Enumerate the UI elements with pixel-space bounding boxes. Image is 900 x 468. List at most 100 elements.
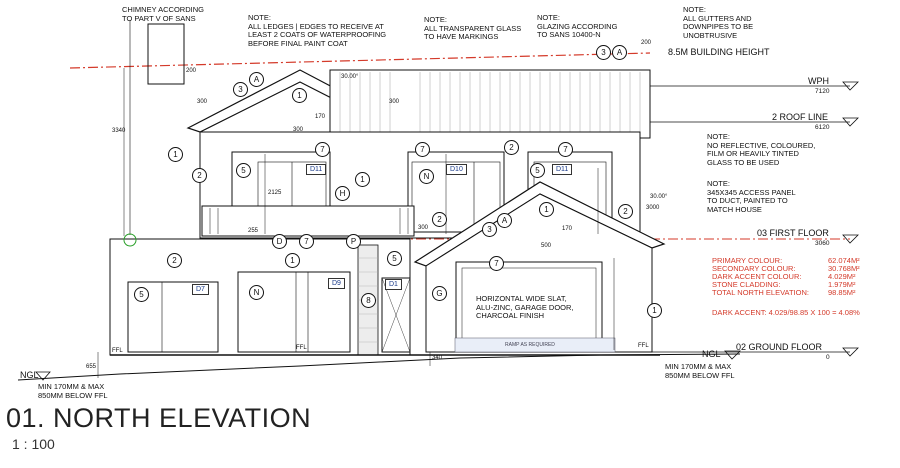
note-min-ngl-left: MIN 170mm & MAX 850mm BELOW FFL [38,382,108,400]
ramp-hatch [454,337,616,353]
note-glazing: NOTE: GLAZING ACCORDING TO SANS 10400-N [537,13,618,40]
dim-label: 3000 [646,205,660,211]
ngl-right-label: NGL [702,349,721,359]
note-chimney: CHIMNEY ACCORDING TO PART V OF SANS [122,5,204,23]
window-tag: D10 [446,164,467,175]
window-tag: D11 [306,164,327,175]
note-access-panel: NOTE: 345x345 ACCESS PANEL TO DUCT, PAIN… [707,179,796,214]
callout-marker: 1 [647,303,662,318]
note-ramp: RAMP AS REQUIRED [505,342,555,348]
callout-marker: 5 [387,251,402,266]
callout-marker: 7 [315,142,330,157]
dim-label: 2125 [268,190,282,196]
note-gutters: NOTE: ALL GUTTERS AND DOWNPIPES TO BE UN… [683,5,754,40]
callout-marker: 1 [285,253,300,268]
dim-label: 655 [86,364,97,370]
roof-line-label: 2 ROOF LINE [772,112,829,122]
dim-label: 3340 [112,128,126,134]
dim-label: 340 [432,355,443,361]
wph-arrow [842,81,859,91]
window-tag: D7 [192,284,209,295]
dim-label: 30.00° [650,194,668,200]
callout-marker: 2 [192,168,207,183]
dim-label: 170 [562,226,573,232]
dim-label: 300 [418,225,429,231]
callout-marker: 2 [504,140,519,155]
stat-total-value: 98.85m² [828,288,856,297]
callout-marker: 1 [355,172,370,187]
callout-marker: 7 [415,142,430,157]
first-floor-arrow [842,234,859,244]
callout-marker: 1 [539,202,554,217]
stat-dark-label: DARK ACCENT COLOUR: [712,272,802,281]
callout-marker: 7 [299,234,314,249]
building-height-line [69,52,651,69]
first-floor-datum-marker [123,233,137,247]
roof-line-value: 6120 [815,124,830,131]
ground-floor-value: 0 [826,354,830,361]
callout-marker: A [249,72,264,87]
callout-marker: 2 [432,212,447,227]
callout-marker: 7 [558,142,573,157]
building-height-label: 8.5m BUILDING HEIGHT [668,47,770,57]
dim-label: 200 [186,68,197,74]
stat-dark-value: 4.029m² [828,272,856,281]
ngl-right-arrow [724,350,741,360]
note-min-ngl-right: MIN 170mm & MAX 850mm BELOW FFL [665,362,735,380]
stat-total-label: TOTAL NORTH ELEVATION: [712,288,809,297]
callout-marker: 5 [530,163,545,178]
stat-secondary-value: 30.768m² [828,264,860,273]
chimney [147,23,185,85]
ngl-left-arrow [35,371,51,381]
note-reflective: NOTE: NO REFLECTIVE, COLOURED, FILM OR H… [707,132,816,167]
dim-label: 300 [293,127,304,133]
stat-formula: DARK ACCENT: 4.029/98.85 X 100 = 4.08% [712,308,860,317]
drawing-title: 01. NORTH ELEVATION [6,403,312,433]
callout-marker: A [497,213,512,228]
callout-marker: 2 [167,253,182,268]
note-glass: NOTE: ALL TRANSPARENT GLASS TO HAVE MARK… [424,15,522,42]
dim-label: 200 [641,40,652,46]
callout-marker: 5 [236,163,251,178]
note-ledges: NOTE: ALL LEDGES | EDGES TO RECEIVE AT L… [248,13,387,48]
callout-marker: 1 [292,88,307,103]
callout-marker: 8 [361,293,376,308]
stat-secondary-label: SECONDARY COLOUR: [712,264,796,273]
natural-ground-line [17,353,741,381]
window-tag: D1 [385,279,402,290]
dim-label: FFL [112,348,123,354]
dim-label: 300 [389,99,400,105]
stat-stone-value: 1.979m² [828,280,856,289]
callout-marker: A [612,45,627,60]
ground-floor-label: 02 GROUND FLOOR [736,342,823,352]
wph-value: 7120 [815,88,830,95]
callout-marker: G [432,286,447,301]
wph-label: WPH [808,76,829,86]
callout-marker: P [346,234,361,249]
callout-marker: 3 [482,222,497,237]
first-floor-label: 03 FIRST FLOOR [757,228,829,238]
ngl-left-label: NGL [20,370,39,380]
dim-label: 300 [197,99,208,105]
callout-marker: H [335,186,350,201]
window-tag: D9 [328,278,345,289]
callout-marker: 1 [168,147,183,162]
callout-marker: N [419,169,434,184]
dim-label: 255 [248,228,259,234]
stat-primary-value: 62.074m² [828,256,860,265]
dim-label: 500 [541,243,552,249]
balcony-balustrade [201,205,415,237]
callout-marker: 3 [233,82,248,97]
first-floor-value: 3060 [815,240,830,247]
window-tag: D11 [552,164,573,175]
ground-floor-arrow [842,347,859,357]
dim-label: 170 [315,114,326,120]
callout-marker: 7 [489,256,504,271]
stat-stone-label: STONE CLADDING: [712,280,781,289]
callout-marker: N [249,285,264,300]
drawing-scale: 1 : 100 [12,436,55,452]
callout-marker: 3 [596,45,611,60]
dim-label: FFL [638,343,649,349]
callout-marker: 5 [134,287,149,302]
dim-label: FFL [296,345,307,351]
